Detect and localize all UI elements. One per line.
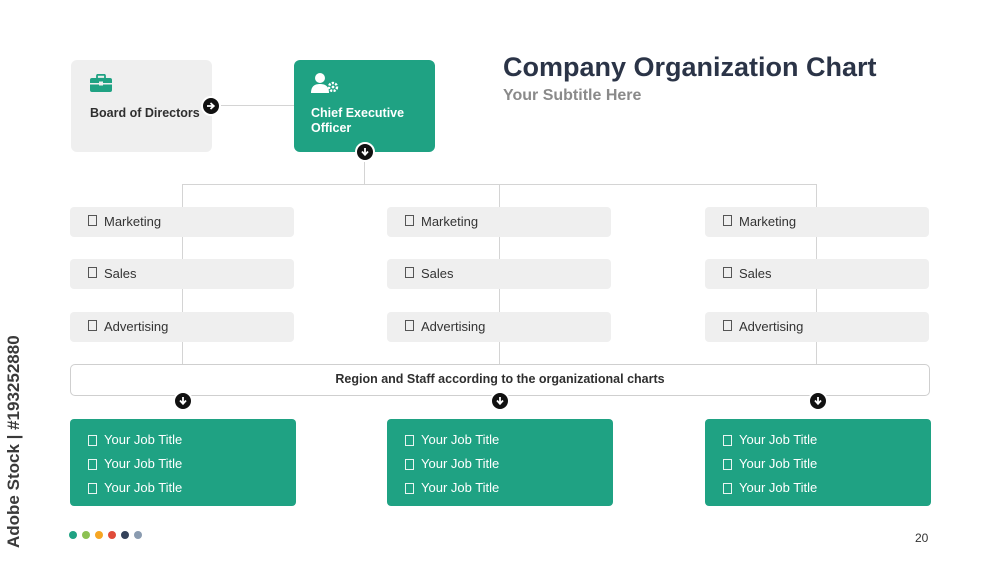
department-box: Marketing: [70, 207, 294, 237]
department-box: Marketing: [387, 207, 611, 237]
job-title: Your Job Title: [739, 480, 818, 495]
job-title: Your Job Title: [739, 456, 818, 471]
palette-dot: [121, 531, 129, 539]
document-icon: [723, 215, 732, 226]
document-icon: [88, 215, 97, 226]
palette-dot: [108, 531, 116, 539]
document-icon: [405, 483, 414, 494]
department-box: Sales: [70, 259, 294, 289]
briefcase-icon: [90, 74, 112, 92]
user-gear-icon: [311, 73, 339, 93]
job-title: Your Job Title: [421, 432, 500, 447]
department-box: Advertising: [70, 312, 294, 342]
document-icon: [405, 267, 414, 278]
ceo-label: Chief Executive Officer: [311, 106, 405, 135]
board-of-directors-box: Board of Directors: [71, 60, 212, 152]
department-label: Sales: [104, 266, 137, 281]
document-icon: [405, 320, 414, 331]
document-icon: [88, 320, 97, 331]
job-title-box: Your Job Title Your Job Title Your Job T…: [387, 419, 613, 506]
job-title: Your Job Title: [421, 480, 500, 495]
document-icon: [405, 435, 414, 446]
document-icon: [723, 435, 732, 446]
arrow-down-icon: [355, 142, 375, 162]
page-subtitle: Your Subtitle Here: [503, 87, 642, 104]
document-icon: [88, 459, 97, 470]
department-label: Advertising: [421, 319, 486, 334]
page-title: Company Organization Chart: [503, 52, 877, 82]
palette-dot: [69, 531, 77, 539]
department-label: Marketing: [739, 214, 797, 229]
document-icon: [723, 459, 732, 470]
board-label: Board of Directors: [90, 106, 200, 120]
job-title-box: Your Job Title Your Job Title Your Job T…: [705, 419, 931, 506]
document-icon: [88, 435, 97, 446]
department-box: Advertising: [705, 312, 929, 342]
department-label: Sales: [739, 266, 772, 281]
job-title: Your Job Title: [104, 432, 183, 447]
document-icon: [405, 459, 414, 470]
document-icon: [405, 215, 414, 226]
arrow-down-icon: [173, 391, 193, 411]
job-title: Your Job Title: [739, 432, 818, 447]
department-label: Marketing: [421, 214, 479, 229]
palette-dot: [82, 531, 90, 539]
palette-dot: [95, 531, 103, 539]
page-number: 20: [915, 531, 929, 545]
department-label: Marketing: [104, 214, 162, 229]
document-icon: [88, 267, 97, 278]
department-box: Sales: [705, 259, 929, 289]
arrow-right-icon: [201, 96, 221, 116]
ceo-box: Chief Executive Officer: [294, 60, 435, 152]
job-title: Your Job Title: [421, 456, 500, 471]
department-box: Advertising: [387, 312, 611, 342]
document-icon: [723, 267, 732, 278]
department-label: Sales: [421, 266, 454, 281]
connector-board-ceo: [220, 105, 294, 106]
palette-dot: [134, 531, 142, 539]
arrow-down-icon: [808, 391, 828, 411]
connector-ceo-down: [364, 162, 365, 184]
arrow-down-icon: [490, 391, 510, 411]
document-icon: [723, 483, 732, 494]
department-label: Advertising: [104, 319, 169, 334]
department-box: Sales: [387, 259, 611, 289]
department-box: Marketing: [705, 207, 929, 237]
document-icon: [723, 320, 732, 331]
region-label: Region and Staff according to the organi…: [335, 372, 665, 386]
stock-id-label: Adobe Stock | #193252880: [4, 335, 23, 548]
job-title: Your Job Title: [104, 456, 183, 471]
region-bar: Region and Staff according to the organi…: [70, 364, 930, 396]
job-title-box: Your Job Title Your Job Title Your Job T…: [70, 419, 296, 506]
job-title: Your Job Title: [104, 480, 183, 495]
department-label: Advertising: [739, 319, 804, 334]
document-icon: [88, 483, 97, 494]
